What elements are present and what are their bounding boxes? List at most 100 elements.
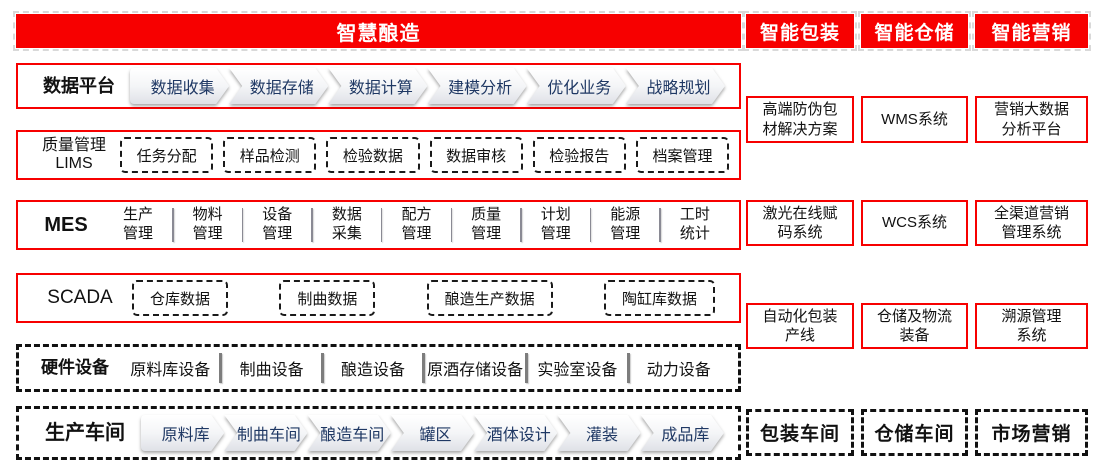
box-traceability-system: 溯源管理 系统 xyxy=(975,303,1088,349)
divider xyxy=(589,208,592,242)
box-line: 装备 xyxy=(899,327,930,344)
box-wcs-system: WCS系统 xyxy=(861,200,968,246)
mes-cell: 数据采集 xyxy=(313,206,381,244)
scada-label: SCADA xyxy=(47,287,113,309)
chevron-step: 成品库 xyxy=(641,415,724,451)
box-line: 管理系统 xyxy=(1001,224,1062,241)
mes-item: 质量管理 xyxy=(471,206,502,242)
mes-cell: 工时统计 xyxy=(661,206,729,244)
hardware-item: 原酒存储设备 xyxy=(427,362,524,379)
box-packaging-workshop: 包装车间 xyxy=(746,409,854,456)
box-automated-packaging-line: 自动化包装 产线 xyxy=(746,303,854,349)
chevron-step: 酿造车间 xyxy=(308,415,391,451)
mes-cell: 能源管理 xyxy=(591,206,659,244)
row-production-workshop: 生产车间 原料库 制曲车间 酿造车间 罐区 酒体设计 灌装 成品库 xyxy=(16,406,741,460)
box-line: 高端防伪包 xyxy=(762,101,838,118)
divider xyxy=(520,208,522,242)
mes-item: 配方管理 xyxy=(401,206,432,242)
box-laser-coding-system: 激光在线赋 码系统 xyxy=(746,200,854,246)
lims-items: 任务分配 样品检测 检验数据 数据审核 检验报告 档案管理 xyxy=(120,137,730,173)
divider xyxy=(422,353,426,383)
hardware-item: 酿造设备 xyxy=(340,362,405,379)
scada-item: 制曲数据 xyxy=(279,280,376,316)
box-line: 全渠道营销 xyxy=(993,204,1069,222)
box-omnichannel-marketing-system: 全渠道营销 管理系统 xyxy=(975,200,1088,246)
chevron-step: 灌装 xyxy=(557,415,640,451)
lims-label: 质量管理 LIMS xyxy=(28,137,120,174)
hardware-item: 原料库设备 xyxy=(130,362,211,379)
row-scada: SCADA 仓库数据 制曲数据 酿造生产数据 陶缸库数据 xyxy=(16,273,741,323)
mes-cell: 设备管理 xyxy=(243,206,311,244)
divider xyxy=(450,208,453,242)
divider xyxy=(380,208,383,242)
chevron-step: 罐区 xyxy=(391,415,474,451)
box-line: 材解决方案 xyxy=(762,120,838,138)
lims-item: 检验数据 xyxy=(326,137,420,173)
box-marketing-bigdata-platform: 营销大数据 分析平台 xyxy=(975,96,1088,143)
banner-smart-marketing: 智能营销 xyxy=(972,11,1091,51)
divider xyxy=(320,353,324,383)
mes-item: 生产管理 xyxy=(123,206,154,242)
chevron-step: 数据计算 xyxy=(328,68,427,104)
divider xyxy=(219,353,223,383)
chevron-step: 优化业务 xyxy=(527,68,626,104)
row-data-platform: 数据平台 数据收集 数据存储 数据计算 建模分析 优化业务 战略规划 xyxy=(16,63,741,109)
mes-item: 设备管理 xyxy=(262,206,293,242)
banner-smart-brewing: 智慧酿造 xyxy=(13,11,744,51)
mes-cell: 质量管理 xyxy=(452,206,520,244)
divider xyxy=(241,208,244,242)
box-line: 码系统 xyxy=(777,224,823,241)
hardware-item: 制曲设备 xyxy=(239,362,304,379)
lims-item: 任务分配 xyxy=(120,137,214,173)
hardware-item: 实验室设备 xyxy=(537,362,618,379)
mes-item: 工时统计 xyxy=(679,206,710,242)
mes-item: 物料管理 xyxy=(192,206,223,242)
chevron-step: 酒体设计 xyxy=(474,415,557,451)
box-warehousing-workshop: 仓储车间 xyxy=(861,409,968,456)
data-platform-label: 数据平台 xyxy=(43,75,115,96)
divider xyxy=(311,208,313,242)
mes-cell: 生产管理 xyxy=(104,206,172,244)
box-anti-counterfeit-packaging: 高端防伪包 材解决方案 xyxy=(746,96,854,143)
chevron-step: 数据存储 xyxy=(229,68,328,104)
hardware-item: 动力设备 xyxy=(646,362,711,379)
box-line: 自动化包装 xyxy=(762,307,838,325)
banner-smart-packaging: 智能包装 xyxy=(743,11,857,51)
box-line: 激光在线赋 xyxy=(762,204,838,222)
chevron-step: 战略规划 xyxy=(626,68,725,104)
box-warehouse-logistics-equipment: 仓储及物流 装备 xyxy=(861,303,968,349)
lims-label-line1: 质量管理 xyxy=(41,136,106,154)
mes-cell: 物料管理 xyxy=(174,206,242,244)
hardware-label: 硬件设备 xyxy=(41,358,109,378)
row-mes: MES 生产管理 物料管理 设备管理 数据采集 配方管理 质量管理 计划管理 能… xyxy=(16,200,741,250)
scada-items: 仓库数据 制曲数据 酿造生产数据 陶缸库数据 xyxy=(132,280,729,316)
lims-item: 样品检测 xyxy=(223,137,317,173)
box-line: 溯源管理 xyxy=(1001,307,1062,325)
scada-item: 酿造生产数据 xyxy=(426,280,553,316)
divider xyxy=(626,353,630,383)
box-line: 营销大数据 xyxy=(993,101,1069,118)
data-platform-chevron-strip: 数据收集 数据存储 数据计算 建模分析 优化业务 战略规划 xyxy=(130,68,725,104)
production-workshop-label: 生产车间 xyxy=(45,421,125,444)
box-wms-system: WMS系统 xyxy=(861,96,968,143)
lims-item: 档案管理 xyxy=(635,137,730,173)
box-line: 仓储及物流 xyxy=(876,307,952,325)
row-quality-lims: 质量管理 LIMS 任务分配 样品检测 检验数据 数据审核 检验报告 档案管理 xyxy=(16,130,741,180)
mes-cell: 配方管理 xyxy=(382,206,450,244)
box-line: 分析平台 xyxy=(1001,120,1062,138)
chevron-step: 原料库 xyxy=(141,415,224,451)
mes-items: 生产管理 物料管理 设备管理 数据采集 配方管理 质量管理 计划管理 能源管理 … xyxy=(104,206,729,244)
mes-item: 能源管理 xyxy=(610,206,641,242)
box-line: 系统 xyxy=(1016,327,1047,344)
chevron-step: 数据收集 xyxy=(130,68,229,104)
chevron-step: 制曲车间 xyxy=(224,415,307,451)
lims-label-line2: LIMS xyxy=(55,155,93,172)
scada-item: 仓库数据 xyxy=(132,280,229,316)
banner-smart-warehousing: 智能仓储 xyxy=(858,11,971,51)
hardware-items: 原料库设备 制曲设备 酿造设备 原酒存储设备 实验室设备 动力设备 xyxy=(121,353,728,383)
chevron-step: 建模分析 xyxy=(428,68,527,104)
divider xyxy=(172,208,174,242)
mes-label: MES xyxy=(44,213,88,236)
mes-cell: 计划管理 xyxy=(522,206,590,244)
